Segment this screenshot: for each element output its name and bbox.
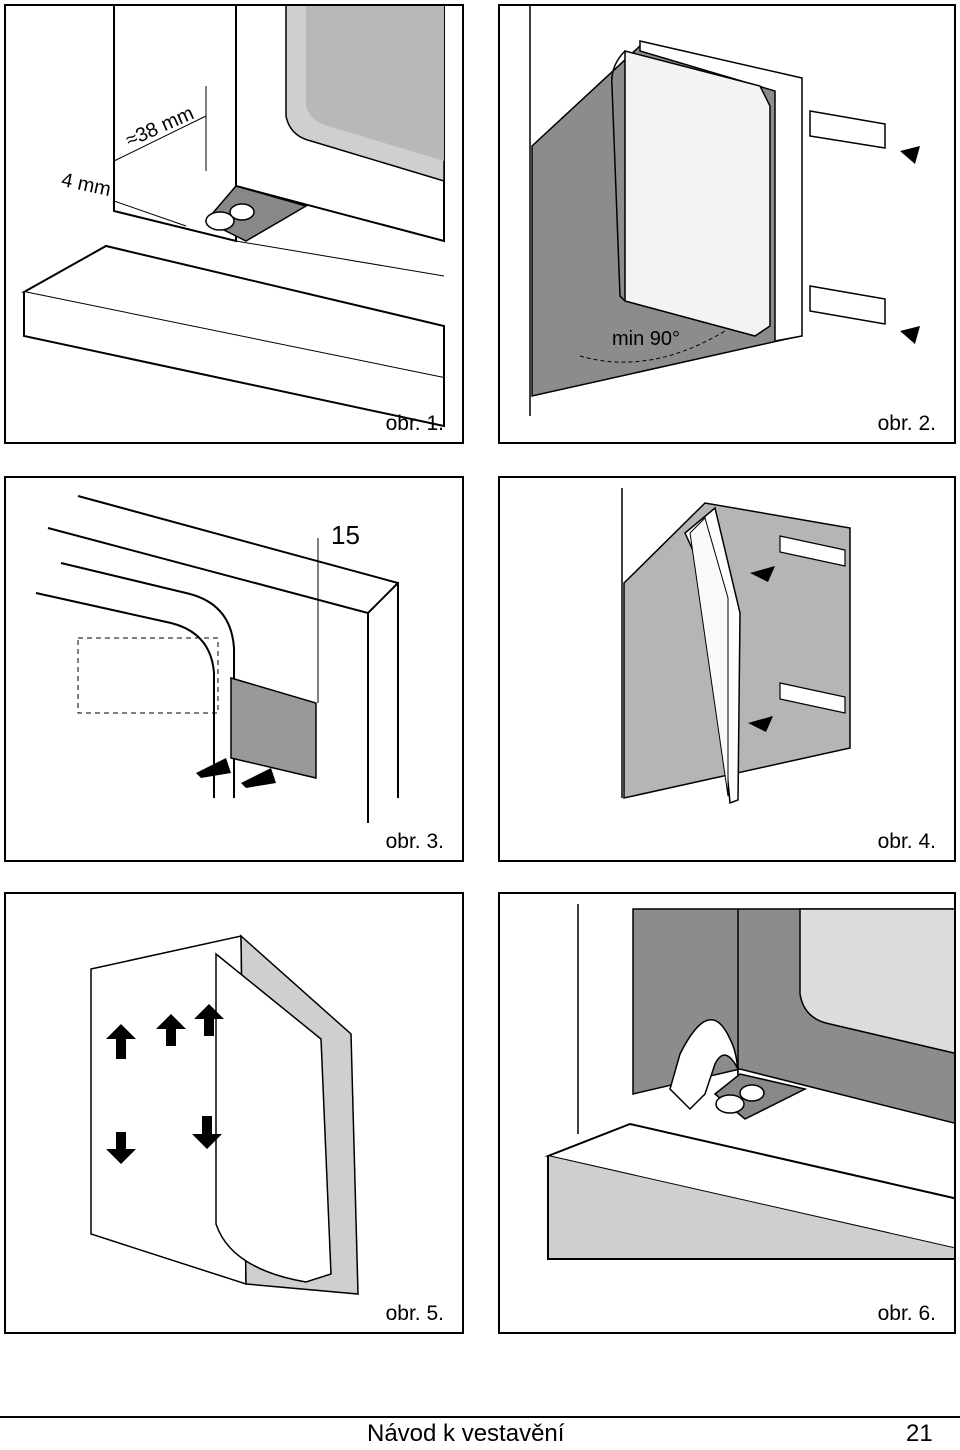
dimension-label: 15 bbox=[331, 520, 360, 550]
figure-caption: obr. 5. bbox=[385, 1302, 444, 1325]
document-title: Návod k vestavění bbox=[367, 1420, 565, 1447]
figure-6: obr. 6. bbox=[498, 892, 956, 1334]
figure-2: min 90° obr. 2. bbox=[498, 4, 956, 444]
figure-4-drawing bbox=[621, 488, 851, 805]
figure-1: ≈38 mm 4 mm obr. 1. bbox=[4, 4, 464, 444]
figure-3: 15 obr. 3. bbox=[4, 476, 464, 862]
dimension-label: min 90° bbox=[612, 328, 681, 350]
figure-5-drawing bbox=[90, 934, 359, 1295]
figure-6-drawing bbox=[544, 904, 954, 1260]
figure-caption: obr. 3. bbox=[385, 830, 444, 853]
figure-5: obr. 5. bbox=[4, 892, 464, 1334]
figure-caption: obr. 4. bbox=[877, 830, 936, 853]
figure-2-drawing bbox=[529, 6, 920, 416]
figure-3-drawing bbox=[35, 495, 399, 823]
figure-caption: obr. 2. bbox=[877, 412, 936, 435]
figure-4: obr. 4. bbox=[498, 476, 956, 862]
footer-rule bbox=[0, 1416, 960, 1418]
figure-caption: obr. 6. bbox=[877, 1302, 936, 1325]
figure-1-drawing bbox=[21, 6, 445, 428]
figure-caption: obr. 1. bbox=[385, 412, 444, 435]
page-number: 21 bbox=[906, 1420, 933, 1447]
